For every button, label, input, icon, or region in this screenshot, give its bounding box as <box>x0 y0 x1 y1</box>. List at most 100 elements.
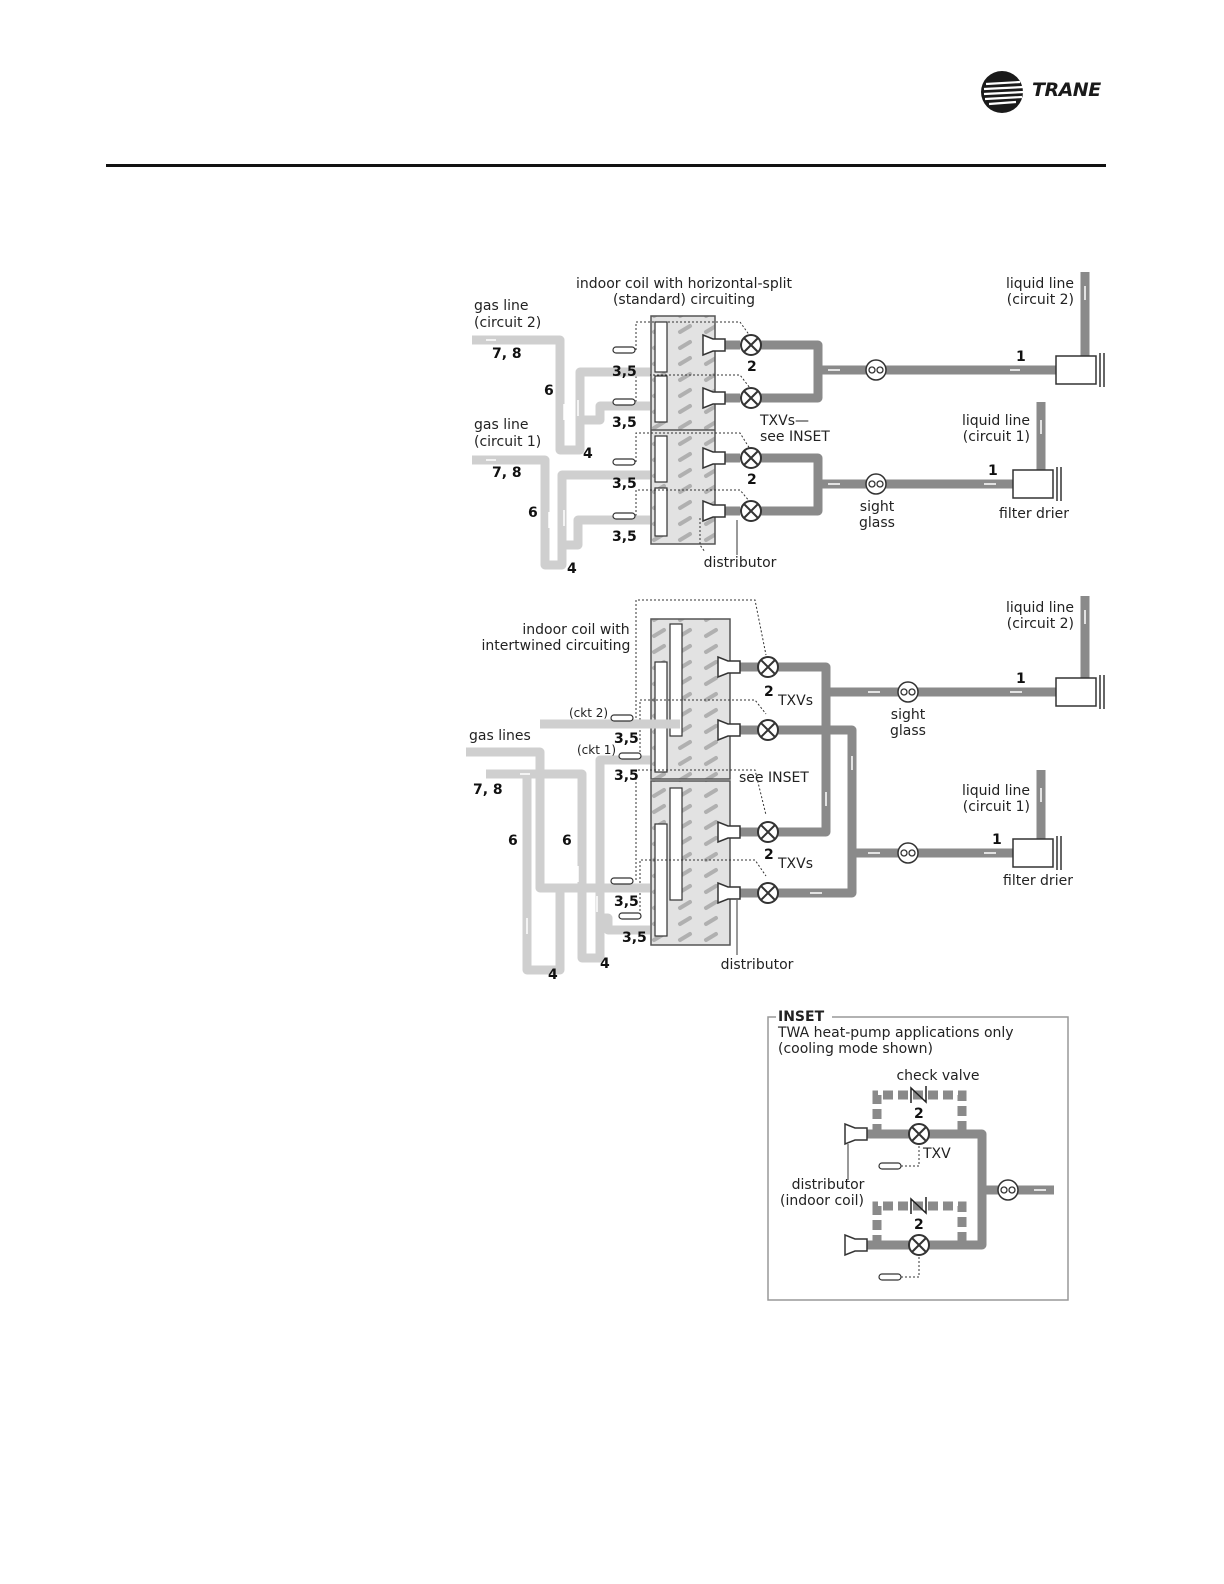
bottom-num-6b: 6 <box>562 833 572 849</box>
bottom-coil-title-1: indoor coil with <box>522 622 629 638</box>
trane-logo-mark-icon <box>981 71 1025 113</box>
inset-box: INSET TWA heat-pump applications only (c… <box>767 1009 1069 1301</box>
bottom-liquid-c1-2: (circuit 1) <box>963 799 1030 815</box>
bottom-ckt1: (ckt 1) <box>577 743 616 757</box>
bottom-liquid-c1-1: liquid line <box>962 783 1030 799</box>
top-liquid-arrows <box>828 286 1086 485</box>
inset-txv-label: TXV <box>922 1146 951 1162</box>
inset-num-2b: 2 <box>914 1217 924 1233</box>
top-txvs-1: TXVs— <box>759 413 809 429</box>
top-liquid-c1-1: liquid line <box>962 413 1030 429</box>
bottom-ckt2: (ckt 2) <box>569 706 608 720</box>
brand-name: TRANE <box>1032 79 1101 101</box>
top-sight-glass-2 <box>865 359 887 381</box>
bottom-liquid-c2-2: (circuit 2) <box>1007 616 1074 632</box>
bottom-num-2a: 2 <box>764 684 774 700</box>
bottom-filter-drier-2 <box>1055 674 1105 710</box>
top-filter-drier-label: filter drier <box>999 506 1069 522</box>
inset-sight-glass <box>997 1179 1019 1201</box>
bottom-num-2b: 2 <box>764 847 774 863</box>
top-gas-arrows <box>486 339 579 528</box>
bottom-num-4a: 4 <box>548 967 558 983</box>
top-num-78b: 7, 8 <box>492 465 522 481</box>
bottom-num-78: 7, 8 <box>473 782 503 798</box>
top-num-35a: 3,5 <box>612 364 637 380</box>
bottom-sight-glass-1 <box>897 842 919 864</box>
bottom-num-35b: 3,5 <box>614 768 639 784</box>
inset-line2: (cooling mode shown) <box>778 1041 933 1057</box>
bottom-num-1b: 1 <box>992 832 1002 848</box>
top-filter-drier-2 <box>1055 352 1105 388</box>
bottom-sight-2: glass <box>890 723 926 739</box>
top-num-1b: 1 <box>988 463 998 479</box>
top-coil-title-2: (standard) circuiting <box>613 292 755 308</box>
top-liquid-c2-1: liquid line <box>1006 276 1074 292</box>
top-coil-title-1: indoor coil with horizontal-split <box>576 276 792 292</box>
bottom-indoor-coil <box>650 618 731 946</box>
top-sight-glass-1 <box>865 473 887 495</box>
bottom-liquid-c2-1: liquid line <box>1006 600 1074 616</box>
inset-capillaries <box>901 1144 920 1278</box>
top-capillaries <box>635 321 751 553</box>
top-num-35c: 3,5 <box>612 476 637 492</box>
bottom-coil-title-2: intertwined circuiting <box>482 638 631 654</box>
inset-distributor-2: (indoor coil) <box>780 1193 864 1209</box>
top-num-4b: 4 <box>567 561 577 577</box>
bottom-gas-arrows <box>520 773 598 934</box>
inset-distributor-b <box>844 1234 868 1256</box>
bottom-gas-lines-label: gas lines <box>469 728 531 744</box>
inset-check-valves <box>910 1086 927 1215</box>
top-txvs-2: see INSET <box>760 429 830 445</box>
bottom-gas-lines <box>466 719 680 975</box>
top-distributor-label: distributor <box>704 555 777 571</box>
inset-title: INSET <box>778 1009 825 1025</box>
bottom-num-4b: 4 <box>600 956 610 972</box>
top-num-78a: 7, 8 <box>492 346 522 362</box>
bottom-distributor-label: distributor <box>721 957 794 973</box>
top-liquid-c1-2: (circuit 1) <box>963 429 1030 445</box>
top-num-4a: 4 <box>583 446 593 462</box>
inset-distributor-a <box>844 1123 868 1145</box>
top-gas-line-c2-1: gas line <box>474 298 528 314</box>
inset-distributor-1: distributor <box>792 1177 865 1193</box>
bottom-sight-glass-2 <box>897 681 919 703</box>
inset-line1: TWA heat-pump applications only <box>777 1025 1014 1041</box>
top-num-35d: 3,5 <box>612 529 637 545</box>
top-num-2a: 2 <box>747 359 757 375</box>
bottom-txvs-a: TXVs <box>777 693 813 709</box>
bottom-num-6a: 6 <box>508 833 518 849</box>
top-gas-line-c1-2: (circuit 1) <box>474 434 541 450</box>
bottom-sight-1: sight <box>891 707 926 723</box>
top-liquid-lines <box>725 272 1090 516</box>
top-gas-line-c2-2: (circuit 2) <box>474 315 541 331</box>
top-num-35b: 3,5 <box>612 415 637 431</box>
inset-bulb-a <box>878 1162 902 1170</box>
top-num-1a: 1 <box>1016 349 1026 365</box>
trane-logo: TRANE <box>980 70 1110 114</box>
top-num-2b: 2 <box>747 472 757 488</box>
bottom-filter-drier-label: filter drier <box>1003 873 1073 889</box>
top-gas-lines <box>472 335 650 570</box>
inset-txv-b <box>908 1234 930 1256</box>
top-num-6b: 6 <box>528 505 538 521</box>
bottom-diagram: indoor coil with intertwined circuiting … <box>466 596 1105 983</box>
inset-check-valve-label: check valve <box>896 1068 979 1084</box>
top-sight-1: sight <box>860 499 895 515</box>
inset-liquid-lines <box>860 1129 1054 1250</box>
bottom-num-35c: 3,5 <box>614 894 639 910</box>
inset-bulb-b <box>878 1273 902 1281</box>
top-liquid-c2-2: (circuit 2) <box>1007 292 1074 308</box>
bottom-num-35d: 3,5 <box>622 930 647 946</box>
top-sight-2: glass <box>859 515 895 531</box>
bottom-num-35a: 3,5 <box>614 731 639 747</box>
top-diagram: indoor coil with horizontal-split (stand… <box>472 272 1105 577</box>
top-num-6a: 6 <box>544 383 554 399</box>
header-rule <box>106 164 1106 167</box>
inset-num-2a: 2 <box>914 1106 924 1122</box>
inset-txv-a <box>908 1123 930 1145</box>
bottom-filter-drier-1 <box>1012 835 1062 871</box>
top-gas-line-c1-1: gas line <box>474 417 528 433</box>
bottom-txvs-b: TXVs <box>777 856 813 872</box>
bottom-num-1a: 1 <box>1016 671 1026 687</box>
